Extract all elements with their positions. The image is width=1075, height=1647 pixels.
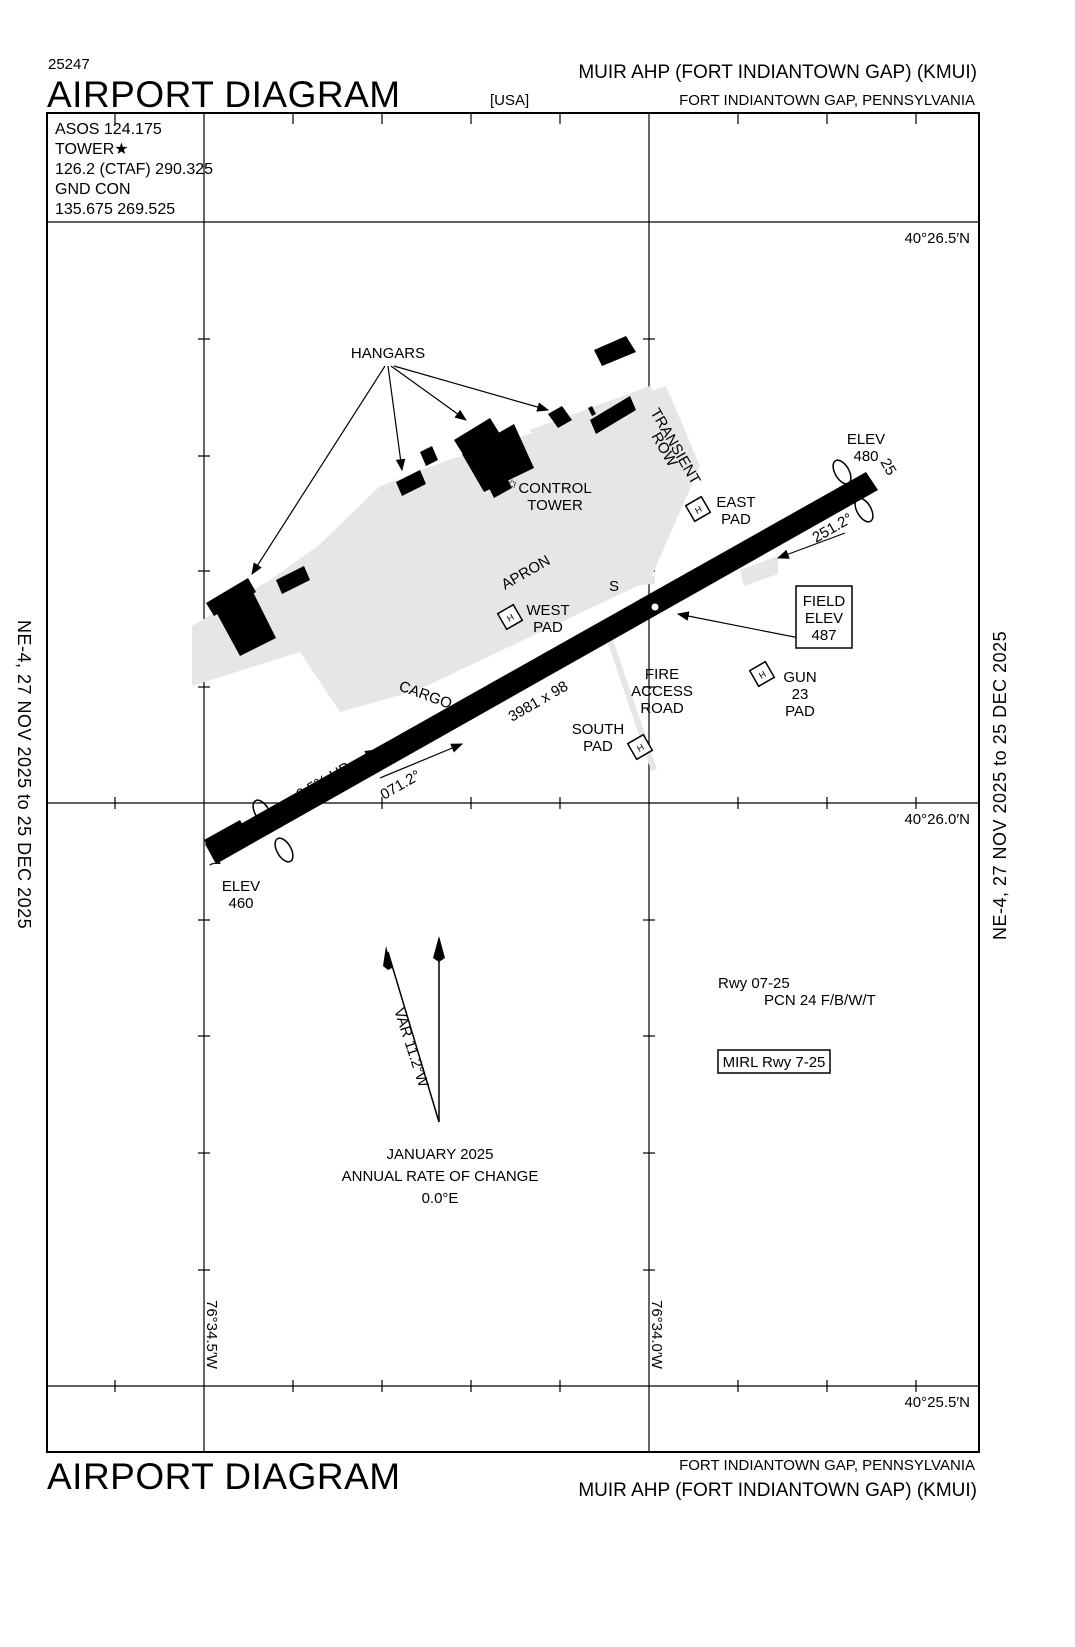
frequency-box: ASOS 124.175 TOWER★ 126.2 (CTAF) 290.325… (55, 120, 213, 220)
south-pad-label-2: PAD (583, 738, 613, 755)
east-pad-label-1: EAST (716, 494, 755, 511)
chart-number: 25247 (48, 56, 90, 73)
control-tower-label-1: CONTROL (518, 480, 591, 497)
control-tower-icon: ✩ (507, 477, 517, 491)
helipad-east: H (684, 495, 712, 523)
runway-end-7-label: 7 (205, 856, 224, 872)
ground-label: GND CON (55, 181, 131, 198)
annual-change-label-3: 0.0°E (422, 1190, 459, 1207)
annual-change-label-2: ANNUAL RATE OF CHANGE (342, 1168, 539, 1185)
runway-end-lights (252, 459, 874, 863)
lat-lon-grid (47, 113, 979, 1452)
ground-frequency: 135.675 269.525 (55, 201, 176, 218)
taxiway-s-label: S (609, 578, 619, 595)
elevation-ne-label-1: ELEV (847, 431, 885, 448)
variation-label: VAR 11.2°W (390, 1006, 432, 1090)
country-tag: [USA] (490, 92, 530, 109)
latitude-middle: 40°26.0′N (904, 811, 970, 828)
pcn-label-1: Rwy 07-25 (718, 975, 790, 992)
tower-frequency-label: TOWER★ (55, 141, 129, 158)
hangar-buildings (206, 336, 636, 656)
east-pad-label-2: PAD (721, 511, 751, 528)
runway-07-25 (205, 472, 878, 864)
elevation-sw-label-2: 460 (228, 895, 253, 912)
svg-text:H: H (757, 669, 768, 681)
footer-location: FORT INDIANTOWN GAP, PENNSYLVANIA (679, 1457, 975, 1474)
airport-name: MUIR AHP (FORT INDIANTOWN GAP) (KMUI) (578, 62, 977, 83)
helipad-gun-23: H (748, 660, 776, 688)
footer-airport-name: MUIR AHP (FORT INDIANTOWN GAP) (KMUI) (578, 1480, 977, 1501)
star-icon: ★ (114, 141, 129, 158)
grid-ticks (114, 113, 917, 1392)
fire-road-label-2: ACCESS (631, 683, 693, 700)
hangars-label: HANGARS (351, 345, 425, 362)
control-tower-label-2: TOWER (527, 497, 583, 514)
west-pad-label-1: WEST (526, 602, 569, 619)
ctaf-frequency: 126.2 (CTAF) 290.325 (55, 161, 214, 178)
field-elevation-label-2: ELEV (805, 610, 843, 627)
longitude-right: 76°34.0′W (648, 1300, 665, 1370)
svg-text:H: H (693, 504, 704, 516)
elevation-ne-label-2: 480 (853, 448, 878, 465)
gun-pad-label-2: 23 (792, 686, 809, 703)
field-elevation-label-3: 487 (811, 627, 836, 644)
longitude-left: 76°34.5′W (203, 1300, 220, 1370)
mirl-box (717, 1049, 831, 1074)
svg-text:H: H (635, 742, 646, 754)
helipad-west: H (496, 603, 524, 631)
elevation-sw-label-1: ELEV (222, 878, 260, 895)
heading-071: 071.2° (378, 767, 424, 803)
asos-frequency: ASOS 124.175 (55, 121, 162, 138)
latitude-bottom: 40°25.5′N (904, 1394, 970, 1411)
field-elevation-label-1: FIELD (803, 593, 846, 610)
map-labels: HANGARS CONTROL TOWER TRANSIENT ROW EAST… (203, 230, 970, 1411)
hangar-leader-lines (251, 365, 851, 795)
field-elevation-box (795, 585, 853, 649)
gun-pad-label-1: GUN (783, 669, 816, 686)
latitude-top: 40°26.5′N (904, 230, 970, 247)
runway-end-25-label: 25 (877, 456, 900, 479)
helipad-south: H (626, 733, 654, 761)
location: FORT INDIANTOWN GAP, PENNSYLVANIA (679, 92, 975, 109)
map-frame (46, 112, 980, 1453)
annual-change-label-1: JANUARY 2025 (386, 1146, 493, 1163)
field-elevation-point (651, 603, 659, 611)
taxiway-s (576, 572, 656, 597)
page-title: AIRPORT DIAGRAM (47, 74, 401, 115)
fire-road-label-1: FIRE (645, 666, 679, 683)
gun-pad-label-3: PAD (785, 703, 815, 720)
footer-title: AIRPORT DIAGRAM (47, 1456, 401, 1497)
south-pad-label-1: SOUTH (572, 721, 625, 738)
mirl-label: MIRL Rwy 7-25 (723, 1054, 826, 1071)
fire-road-label-3: ROAD (640, 700, 684, 717)
pcn-label-2: PCN 24 F/B/W/T (764, 992, 876, 1009)
svg-text:H: H (505, 612, 516, 624)
magnetic-variation-arrows (383, 936, 445, 1123)
west-pad-label-2: PAD (533, 619, 563, 636)
